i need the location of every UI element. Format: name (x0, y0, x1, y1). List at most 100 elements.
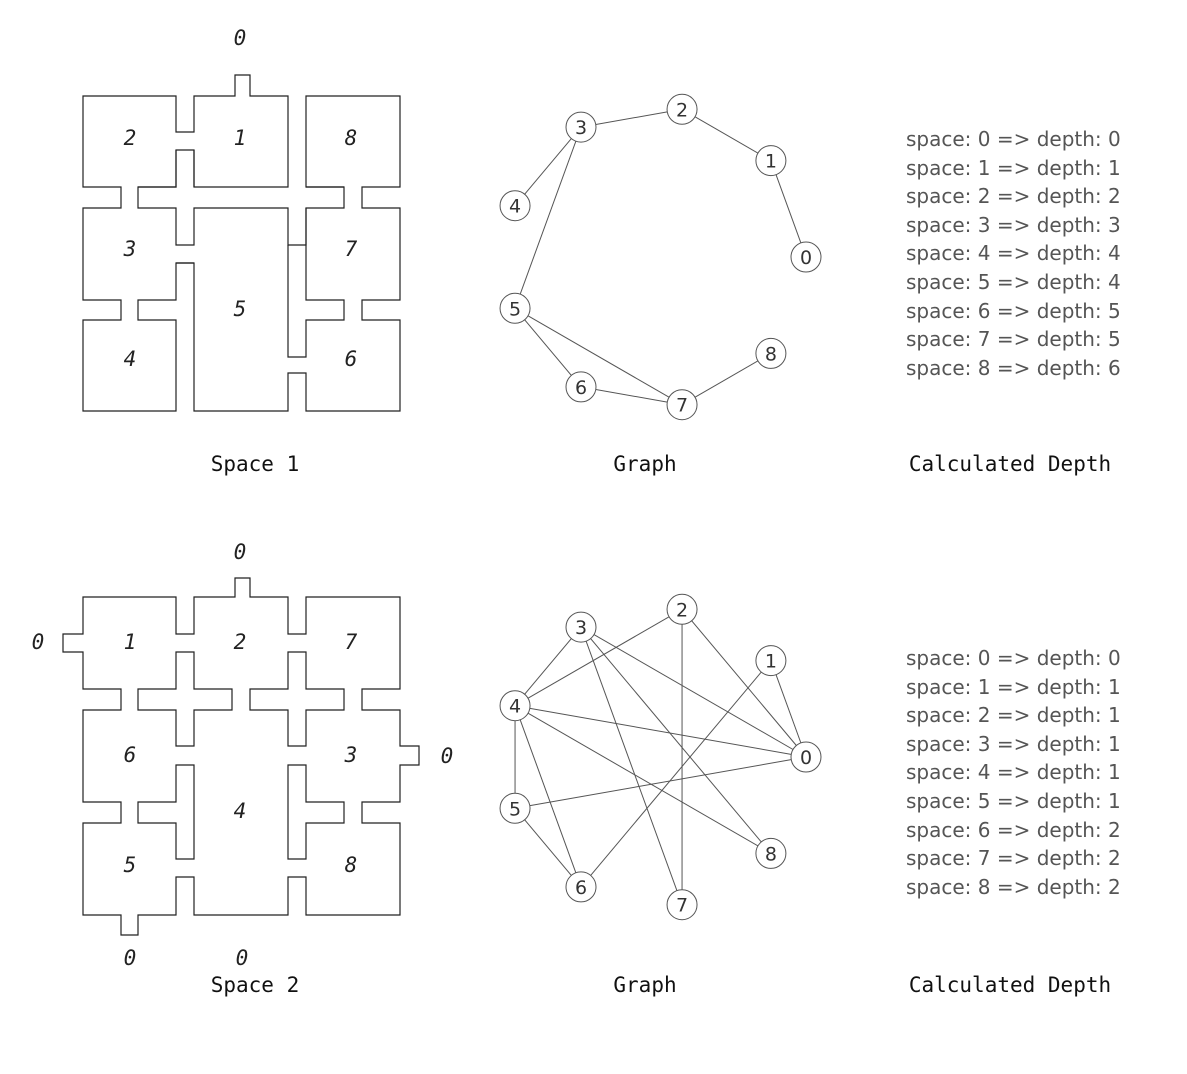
graph-edge-4-8 (514, 705, 772, 854)
depth-line: space: 8 => depth: 6 (906, 356, 1121, 380)
depth-list-1: space: 0 => depth: 0 space: 1 => depth: … (906, 127, 1121, 476)
room-label: 5 (124, 853, 137, 877)
depth-line: space: 3 => depth: 3 (906, 213, 1121, 237)
graph-edge-0-1 (770, 160, 807, 258)
room-label: 6 (124, 743, 137, 767)
graph-edge-6-7 (580, 386, 683, 406)
depth-line: space: 5 => depth: 1 (906, 789, 1121, 813)
depth-line: space: 4 => depth: 1 (906, 760, 1121, 784)
room-label: 7 (345, 630, 358, 654)
graph-caption: Graph (613, 973, 676, 997)
graph-node-2 (666, 93, 698, 125)
depth-list-2: space: 0 => depth: 0 space: 1 => depth: … (906, 646, 1121, 997)
graph-node-5 (499, 792, 531, 824)
graph-node-3 (565, 111, 597, 143)
depth-line: space: 0 => depth: 0 (906, 646, 1121, 670)
room-label: 2 (124, 126, 137, 150)
depth-line: space: 2 => depth: 1 (906, 703, 1121, 727)
plan-caption: Space 1 (211, 452, 300, 476)
depth-line: space: 3 => depth: 1 (906, 732, 1121, 756)
room-label: 3 (123, 237, 137, 261)
graph-node-label: 8 (765, 843, 777, 865)
graph-edge-0-5 (514, 756, 807, 809)
room-label: 4 (234, 799, 247, 823)
graph-edge-2-3 (580, 108, 683, 128)
interior-walls-1 (138, 150, 345, 358)
depth-line: space: 0 => depth: 0 (906, 127, 1121, 151)
depth-line: space: 1 => depth: 1 (906, 156, 1121, 180)
graph-node-label: 2 (676, 99, 688, 121)
graph-edge-5-6 (514, 807, 582, 888)
graph-node-6 (565, 371, 597, 403)
graph-node-label: 1 (765, 651, 777, 673)
graph-node-label: 4 (509, 196, 521, 218)
graph-edge-1-2 (681, 108, 772, 162)
graph-node-label: 3 (575, 617, 587, 639)
graph-node-7 (666, 389, 698, 421)
graph-node-label: 8 (765, 343, 777, 365)
graph-edge-0-1 (770, 660, 807, 758)
depth-line: space: 8 => depth: 2 (906, 875, 1121, 899)
exterior-label: 0 (124, 946, 137, 970)
plan-caption: Space 2 (211, 973, 300, 997)
graph-node-label: 5 (509, 798, 521, 820)
room-label: 6 (345, 347, 358, 371)
graph-node-label: 3 (575, 117, 587, 139)
graph-node-8 (755, 337, 787, 369)
exterior-label: 0 (234, 540, 247, 564)
graph-node-2 (666, 593, 698, 625)
graph-node-0 (790, 741, 822, 773)
room-label: 2 (234, 630, 247, 654)
graph-node-label: 6 (575, 877, 587, 899)
depth-caption: Calculated Depth (909, 973, 1111, 997)
exterior-label: 0 (236, 946, 249, 970)
graph-node-label: 1 (765, 151, 777, 173)
room-label: 8 (345, 853, 358, 877)
graph-caption: Graph (613, 452, 676, 476)
graph-node-6 (565, 871, 597, 903)
depth-caption: Calculated Depth (909, 452, 1111, 476)
graph-edge-3-8 (580, 626, 772, 854)
depth-line: space: 6 => depth: 2 (906, 818, 1121, 842)
floor-plan-2: 1 2 7 6 3 4 5 8 0 0 0 0 0 Space 2 (32, 540, 454, 997)
graph-edge-3-4 (514, 626, 582, 707)
depth-line: space: 1 => depth: 1 (906, 675, 1121, 699)
graph-edge-5-6 (514, 307, 582, 388)
floor-plan-1: 2 1 8 3 5 7 4 6 0 Space 1 (82, 26, 401, 476)
graph-edge-3-4 (514, 126, 582, 207)
graph-node-7 (666, 889, 698, 921)
depth-line: space: 6 => depth: 5 (906, 299, 1121, 323)
graph-edge-3-5 (514, 126, 582, 309)
graph-node-5 (499, 292, 531, 324)
graph-node-label: 0 (800, 247, 812, 269)
outer-walls-2 (62, 577, 420, 936)
graph-edge-0-3 (580, 626, 807, 758)
room-label: 1 (234, 126, 247, 150)
graph-node-0 (790, 241, 822, 273)
graph-edge-2-4 (514, 608, 683, 707)
depth-line: space: 7 => depth: 5 (906, 327, 1121, 351)
room-label: 7 (345, 237, 358, 261)
exterior-label: 0 (441, 744, 454, 768)
graph-node-1 (755, 145, 787, 177)
room-label: 3 (344, 743, 358, 767)
room-2-walls (82, 74, 401, 412)
depth-line: space: 7 => depth: 2 (906, 846, 1121, 870)
interior-walls-2 (137, 651, 345, 860)
graph-edge-5-7 (514, 307, 683, 406)
graph-node-4 (499, 190, 531, 222)
graph-edge-7-8 (681, 352, 772, 406)
graph-node-4 (499, 690, 531, 722)
graph-node-label: 5 (509, 298, 521, 320)
graph-edge-0-4 (514, 705, 807, 758)
room-label: 4 (124, 347, 137, 371)
exterior-label: 0 (234, 26, 247, 50)
graph-node-label: 7 (676, 895, 688, 917)
depth-line: space: 4 => depth: 4 (906, 241, 1121, 265)
graph-node-3 (565, 611, 597, 643)
graph-node-label: 4 (509, 696, 521, 718)
graph-edge-1-6 (580, 660, 772, 888)
depth-line: space: 5 => depth: 4 (906, 270, 1121, 294)
